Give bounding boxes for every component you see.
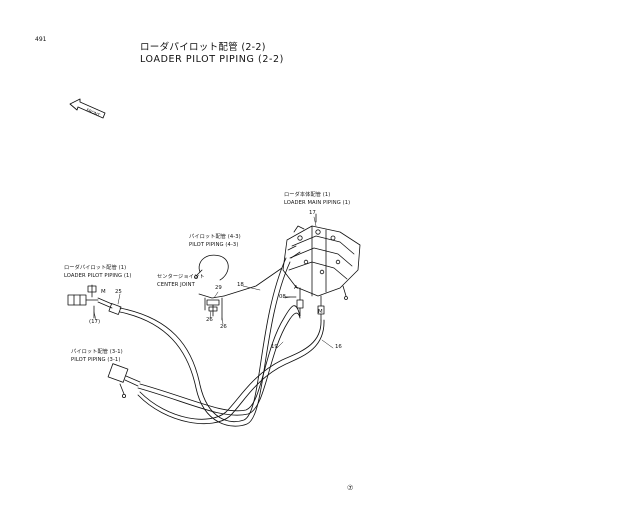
callout-pilot-piping-4-3-jp: パイロット配管 (4-3) — [189, 234, 241, 240]
title-japanese: ローダパイロット配管 (2-2) — [140, 42, 266, 53]
callout-center-joint-jp: センタージョイント — [157, 274, 205, 280]
page-number: 491 — [35, 36, 47, 43]
part-number-25: 25 — [115, 289, 122, 295]
part-number-17: 17 — [309, 210, 316, 216]
callout-pilot-piping-3-1-jp: パイロット配管 (3-1) — [71, 349, 123, 355]
part-number-08: 08 — [279, 294, 286, 300]
callout-pilot-piping-3-1-en: PILOT PIPING (3-1) — [71, 357, 121, 363]
part-number-17-paren: (17) — [89, 319, 101, 325]
part-number-29: 29 — [215, 285, 222, 291]
hose-lines — [119, 257, 325, 427]
left-connector-assembly — [67, 284, 122, 319]
callout-loader-pilot-piping-1-jp: ローダパイロット配管 (1) — [64, 265, 127, 271]
callout-loader-main-piping-en: LOADER MAIN PIPING (1) — [284, 200, 351, 206]
front-arrow-icon: FRONT — [69, 98, 106, 119]
callout-loader-main-piping-jp: ローダ本体配管 (1) — [284, 192, 331, 198]
callout-center-joint-en: CENTER JOINT — [157, 282, 195, 288]
title-english: LOADER PILOT PIPING (2-2) — [140, 54, 284, 65]
part-number-16: 16 — [335, 344, 342, 350]
part-number-19: 19 — [271, 344, 278, 350]
letter-m-marker-2: M — [318, 309, 323, 315]
letter-m-marker: M — [101, 289, 106, 295]
leader-lines — [93, 216, 334, 349]
lower-connector-assembly — [107, 363, 141, 398]
part-number-26-left: 26 — [206, 317, 213, 323]
pilot-piping-4-3-hose — [194, 254, 229, 281]
callout-loader-pilot-piping-1-en: LOADER PILOT PIPING (1) — [64, 273, 132, 279]
part-number-26-right: 26 — [220, 324, 227, 330]
valve-fittings — [284, 287, 325, 321]
front-arrow-label: FRONT — [86, 107, 102, 118]
letter-a-marker: A — [294, 285, 298, 291]
footer-mark: ⑦ — [347, 484, 354, 492]
part-number-18: 18 — [237, 282, 244, 288]
callout-pilot-piping-4-3-en: PILOT PIPING (4-3) — [189, 242, 239, 248]
control-valve-block — [282, 213, 361, 300]
center-joint-assembly — [198, 293, 225, 321]
